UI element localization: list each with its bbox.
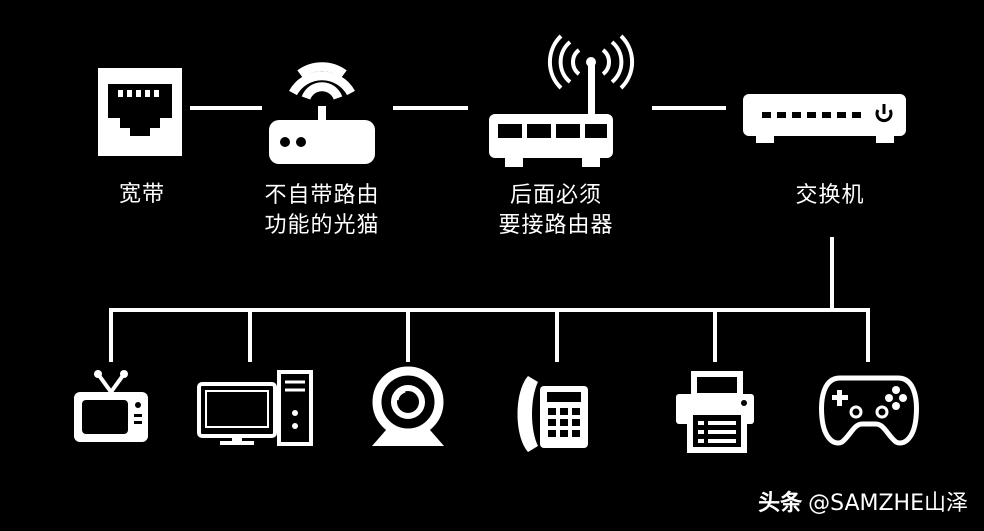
router-antenna-icon xyxy=(489,34,635,167)
connectors xyxy=(109,106,870,362)
desktop-computer-icon xyxy=(197,370,313,446)
watermark-brand: 头条 xyxy=(758,491,803,516)
watermark: 头条@SAMZHE山泽 xyxy=(758,485,968,517)
watermark-handle: @SAMZHE山泽 xyxy=(808,491,968,516)
label-router-line-2: 要接路由器 xyxy=(498,213,614,238)
label-broadband: 宽带 xyxy=(100,180,184,210)
label-modem: 不自带路由 功能的光猫 xyxy=(246,181,398,241)
printer-icon xyxy=(676,371,754,453)
ethernet-port-icon xyxy=(98,68,182,156)
label-modem-line-1: 不自带路由 xyxy=(264,183,380,208)
label-switch: 交换机 xyxy=(772,181,888,211)
wifi-modem-icon xyxy=(269,62,375,164)
label-broadband-line-1: 宽带 xyxy=(118,182,165,207)
label-router: 后面必须 要接路由器 xyxy=(478,181,634,241)
webcam-icon xyxy=(372,366,444,446)
gamepad-icon xyxy=(819,375,919,446)
telephone-icon xyxy=(517,376,588,452)
tv-icon xyxy=(74,370,148,442)
label-modem-line-2: 功能的光猫 xyxy=(264,213,380,238)
label-switch-line-1: 交换机 xyxy=(795,183,865,208)
label-router-line-1: 后面必须 xyxy=(509,183,602,208)
network-switch-icon xyxy=(743,94,906,143)
